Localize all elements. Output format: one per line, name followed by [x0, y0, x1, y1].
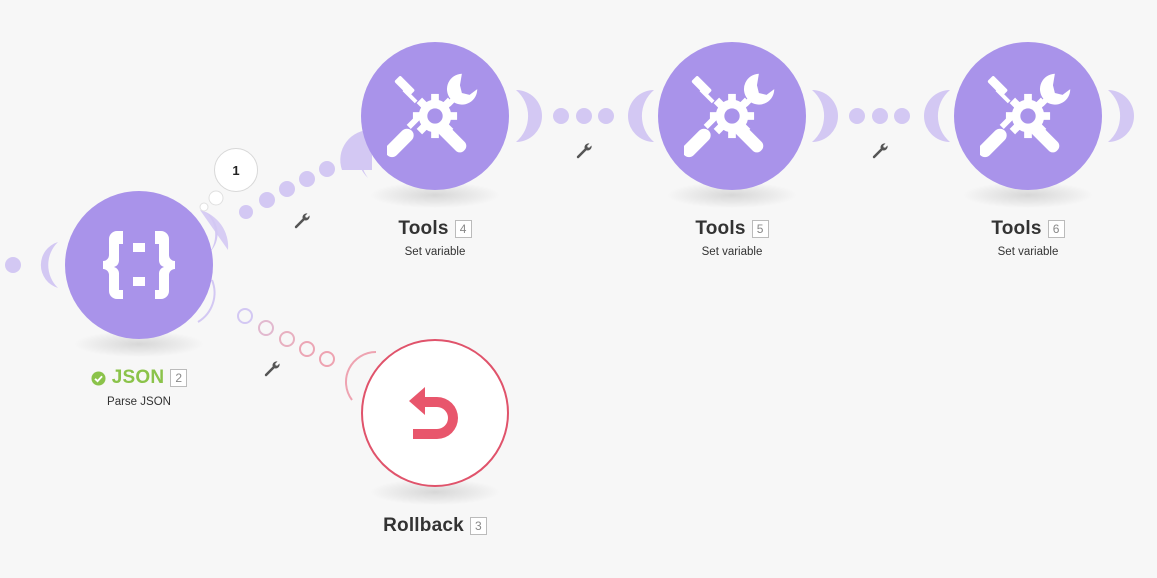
module-tools-circle[interactable] — [954, 42, 1102, 190]
tools5-output-half-moon[interactable] — [812, 90, 838, 142]
module-title-row: Tools 5 — [658, 218, 806, 240]
error-route-dot[interactable] — [237, 308, 253, 324]
tools6-output-half-moon[interactable] — [1108, 90, 1134, 142]
module-rollback-circle[interactable] — [361, 339, 509, 487]
route-filter-wrench-icon[interactable] — [574, 141, 594, 161]
route-dot[interactable] — [319, 161, 335, 177]
route-dot[interactable] — [576, 108, 592, 124]
module-subtitle: Set variable — [404, 246, 466, 258]
route-dot[interactable] — [199, 202, 209, 212]
json-error-arc[interactable] — [197, 279, 216, 323]
module-tools-4[interactable]: Tools 4 Set variable — [361, 42, 509, 262]
success-check-icon — [91, 370, 106, 386]
rollback-input-arc[interactable] — [345, 351, 377, 401]
module-json[interactable]: JSON 2 Parse JSON — [65, 191, 213, 411]
route-filter-wrench-icon[interactable] — [292, 211, 312, 231]
tools4-output-half-moon[interactable] — [516, 90, 542, 142]
error-route-dot[interactable] — [299, 341, 315, 357]
tools-icon — [684, 68, 780, 164]
route-filter-wrench-icon[interactable] — [870, 141, 890, 161]
route-dot[interactable] — [239, 205, 253, 219]
module-title: Tools — [991, 218, 1042, 239]
module-tools-6[interactable]: Tools 6 Set variable — [954, 42, 1102, 262]
route-dot[interactable] — [259, 192, 275, 208]
route-filter-wrench-icon[interactable] — [262, 359, 282, 379]
route-dot[interactable] — [299, 171, 315, 187]
incoming-connector-dot[interactable] — [5, 257, 21, 273]
undo-arrow-icon — [409, 387, 458, 439]
error-route-dot[interactable] — [258, 320, 274, 336]
module-title: Tools — [398, 218, 449, 239]
module-subtitle: Set variable — [997, 246, 1059, 258]
route-dot[interactable] — [208, 190, 224, 206]
module-number: 2 — [170, 369, 188, 387]
tools-icon — [980, 68, 1076, 164]
module-number: 4 — [454, 220, 472, 238]
error-route-dot[interactable] — [279, 331, 295, 347]
module-title: Rollback — [383, 515, 464, 536]
route-dot[interactable] — [279, 181, 295, 197]
module-number: 6 — [1047, 220, 1065, 238]
json-input-half-moon[interactable] — [40, 242, 58, 288]
tools5-input-half-moon[interactable] — [628, 90, 654, 142]
module-title-row: Tools 4 — [361, 218, 509, 240]
error-route-dot[interactable] — [319, 351, 335, 367]
module-title: Tools — [695, 218, 746, 239]
module-number: 5 — [751, 220, 769, 238]
route-dot[interactable] — [872, 108, 888, 124]
route-dot[interactable] — [894, 108, 910, 124]
json-braces-icon — [103, 231, 175, 299]
tools6-input-half-moon[interactable] — [924, 90, 950, 142]
module-json-title-row: JSON 2 — [65, 367, 213, 389]
module-subtitle: Set variable — [701, 246, 763, 258]
module-title: JSON — [111, 367, 165, 388]
module-tools-circle[interactable] — [361, 42, 509, 190]
route-dot[interactable] — [553, 108, 569, 124]
module-tools-circle[interactable] — [658, 42, 806, 190]
route-dot[interactable] — [849, 108, 865, 124]
module-title-row: Tools 6 — [954, 218, 1102, 240]
module-title-row: Rollback 3 — [361, 515, 509, 537]
module-subtitle: Parse JSON — [107, 396, 171, 408]
module-json-circle[interactable] — [65, 191, 213, 339]
route-number-badge[interactable]: 1 — [214, 148, 258, 192]
module-tools-5[interactable]: Tools 5 Set variable — [658, 42, 806, 262]
tools-icon — [387, 68, 483, 164]
module-number: 3 — [469, 517, 487, 535]
route-dot[interactable] — [598, 108, 614, 124]
module-rollback[interactable]: Rollback 3 — [361, 339, 509, 539]
json-output-arc[interactable] — [200, 210, 229, 250]
